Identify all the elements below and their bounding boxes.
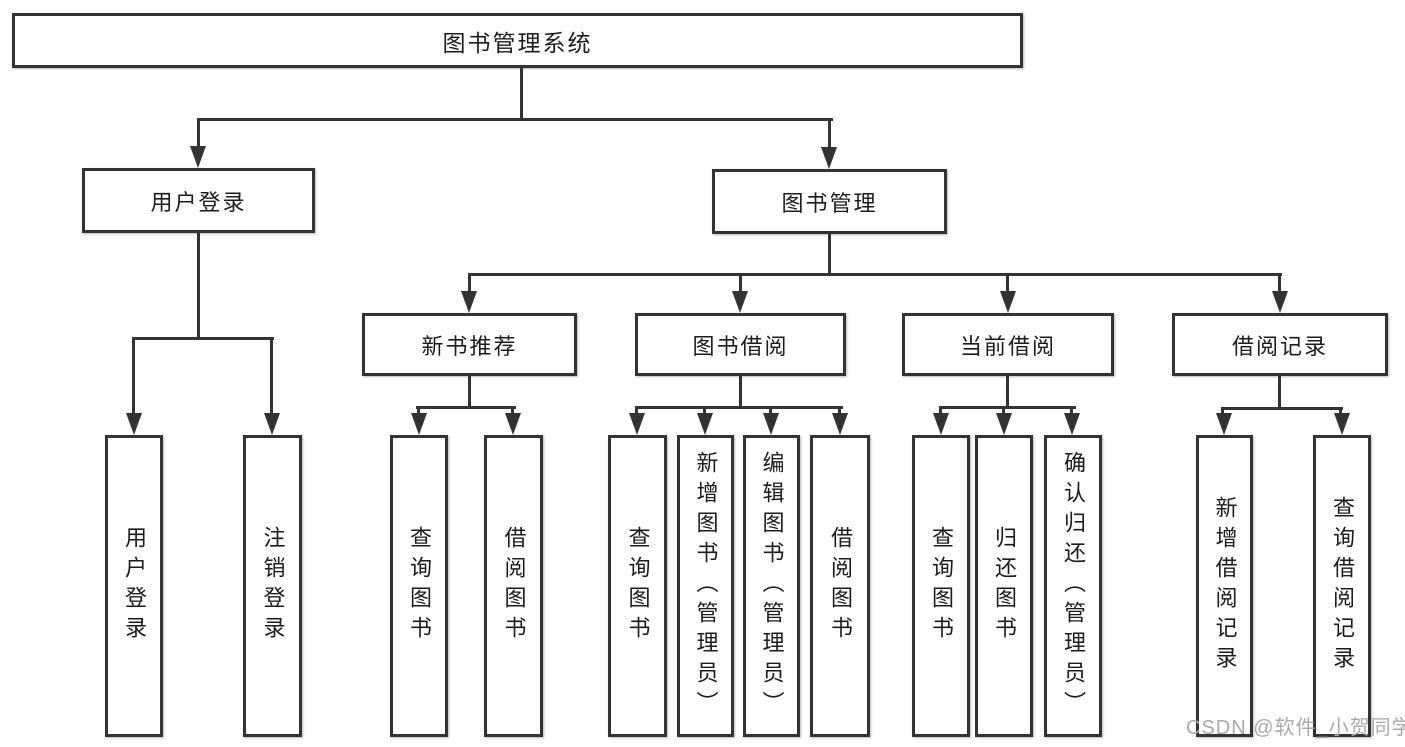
connector-line: [1221, 407, 1343, 410]
node-book-borrowing-label: 图书借阅: [692, 333, 789, 359]
connector-line: [197, 118, 833, 121]
connector-line: [703, 409, 706, 415]
node-root-label: 图书管理系统: [442, 29, 593, 56]
leaf-borrowing-query-books: 查询图书: [608, 435, 667, 737]
connector-line: [1070, 409, 1073, 415]
down-arrowhead-icon: [126, 413, 142, 435]
node-new-book-recommendation: 新书推荐: [362, 313, 577, 376]
down-arrowhead-icon: [629, 413, 645, 435]
down-arrowhead-icon: [763, 413, 779, 435]
connector-line: [1006, 276, 1009, 292]
leaf-current-confirm-return-admin: 确认归还（管理员）: [1044, 435, 1102, 737]
connector-line: [417, 409, 420, 415]
connector-line: [838, 409, 841, 415]
connector-line: [635, 409, 638, 415]
leaf-borrowing-add-books-admin: 新增图书（管理员）: [677, 435, 734, 737]
leaf-current-confirm-return-admin-label: 确认归还（管理员）: [1061, 451, 1086, 721]
down-arrowhead-icon: [697, 413, 713, 435]
node-book-management: 图书管理: [712, 169, 947, 234]
leaf-newbook-query-books-label: 查询图书: [407, 526, 432, 646]
connector-line: [468, 376, 471, 409]
leaf-logout-label: 注销登录: [260, 526, 286, 646]
leaf-borrowing-borrow-books-label: 借阅图书: [828, 526, 853, 646]
down-arrowhead-icon: [996, 413, 1012, 435]
down-arrowhead-icon: [1064, 413, 1080, 435]
connector-line: [520, 68, 523, 121]
node-user-login-label: 用户登录: [150, 189, 247, 215]
connector-line: [468, 273, 1282, 276]
connector-line: [939, 409, 942, 415]
connector-line: [132, 340, 135, 414]
node-borrowing-records-label: 借阅记录: [1231, 333, 1328, 359]
node-new-book-recommendation-label: 新书推荐: [421, 333, 518, 359]
node-book-borrowing: 图书借阅: [635, 313, 846, 376]
down-arrowhead-icon: [505, 413, 521, 435]
node-current-borrowing-label: 当前借阅: [959, 333, 1056, 359]
connector-line: [511, 409, 514, 415]
leaf-newbook-query-books: 查询图书: [390, 435, 448, 737]
connector-line: [739, 376, 742, 409]
leaf-current-return-books: 归还图书: [975, 435, 1033, 737]
down-arrowhead-icon: [821, 147, 837, 169]
node-borrowing-records: 借阅记录: [1172, 313, 1388, 376]
down-arrowhead-icon: [1000, 291, 1016, 313]
down-arrowhead-icon: [732, 291, 748, 313]
watermark: CSDN @软件_小贺同学: [1186, 717, 1405, 739]
leaf-logout: 注销登录: [243, 435, 302, 737]
leaf-user-login-label: 用户登录: [122, 526, 147, 646]
leaf-records-query-record-label: 查询借阅记录: [1330, 496, 1355, 676]
down-arrowhead-icon: [1216, 413, 1232, 435]
leaf-borrowing-query-books-label: 查询图书: [625, 526, 651, 646]
down-arrowhead-icon: [190, 146, 206, 168]
connector-line: [1002, 409, 1005, 415]
connector-line: [132, 337, 274, 340]
leaf-borrowing-add-books-admin-label: 新增图书（管理员）: [693, 451, 719, 721]
down-arrowhead-icon: [1272, 291, 1288, 313]
down-arrowhead-icon: [461, 291, 477, 313]
leaf-borrowing-borrow-books: 借阅图书: [810, 435, 870, 737]
connector-line: [739, 276, 742, 292]
connector-line: [416, 406, 516, 409]
connector-line: [1221, 410, 1224, 415]
leaf-current-query-books-label: 查询图书: [929, 526, 954, 646]
down-arrowhead-icon: [933, 413, 949, 435]
node-root-book-management-system: 图书管理系统: [12, 13, 1023, 68]
leaf-records-add-record: 新增借阅记录: [1196, 435, 1253, 737]
connector-line: [270, 340, 273, 414]
leaf-current-return-books-label: 归还图书: [992, 526, 1017, 646]
connector-line: [769, 409, 772, 415]
node-user-login: 用户登录: [82, 168, 315, 233]
connector-line: [197, 121, 200, 148]
connector-line: [1006, 376, 1009, 409]
connector-line: [197, 233, 200, 340]
leaf-newbook-borrow-books: 借阅图书: [484, 435, 543, 737]
leaf-records-add-record-label: 新增借阅记录: [1212, 496, 1238, 676]
connector-line: [1278, 375, 1281, 410]
leaf-borrowing-edit-books-admin-label: 编辑图书（管理员）: [759, 451, 785, 721]
leaf-records-query-record: 查询借阅记录: [1313, 435, 1371, 737]
connector-line: [828, 121, 831, 149]
down-arrowhead-icon: [411, 413, 427, 435]
down-arrowhead-icon: [264, 413, 280, 435]
leaf-current-query-books: 查询图书: [912, 435, 970, 737]
leaf-borrowing-edit-books-admin: 编辑图书（管理员）: [743, 435, 800, 737]
leaf-user-login: 用户登录: [105, 435, 163, 737]
connector-line: [939, 406, 1076, 409]
node-book-management-label: 图书管理: [781, 190, 878, 216]
connector-line: [828, 234, 831, 276]
down-arrowhead-icon: [1334, 413, 1350, 435]
down-arrowhead-icon: [832, 413, 848, 435]
connector-line: [1278, 276, 1281, 292]
connector-line: [635, 406, 843, 409]
connector-line: [1339, 410, 1342, 415]
node-current-borrowing: 当前借阅: [902, 313, 1114, 376]
connector-line: [468, 276, 471, 292]
leaf-newbook-borrow-books-label: 借阅图书: [501, 526, 527, 646]
